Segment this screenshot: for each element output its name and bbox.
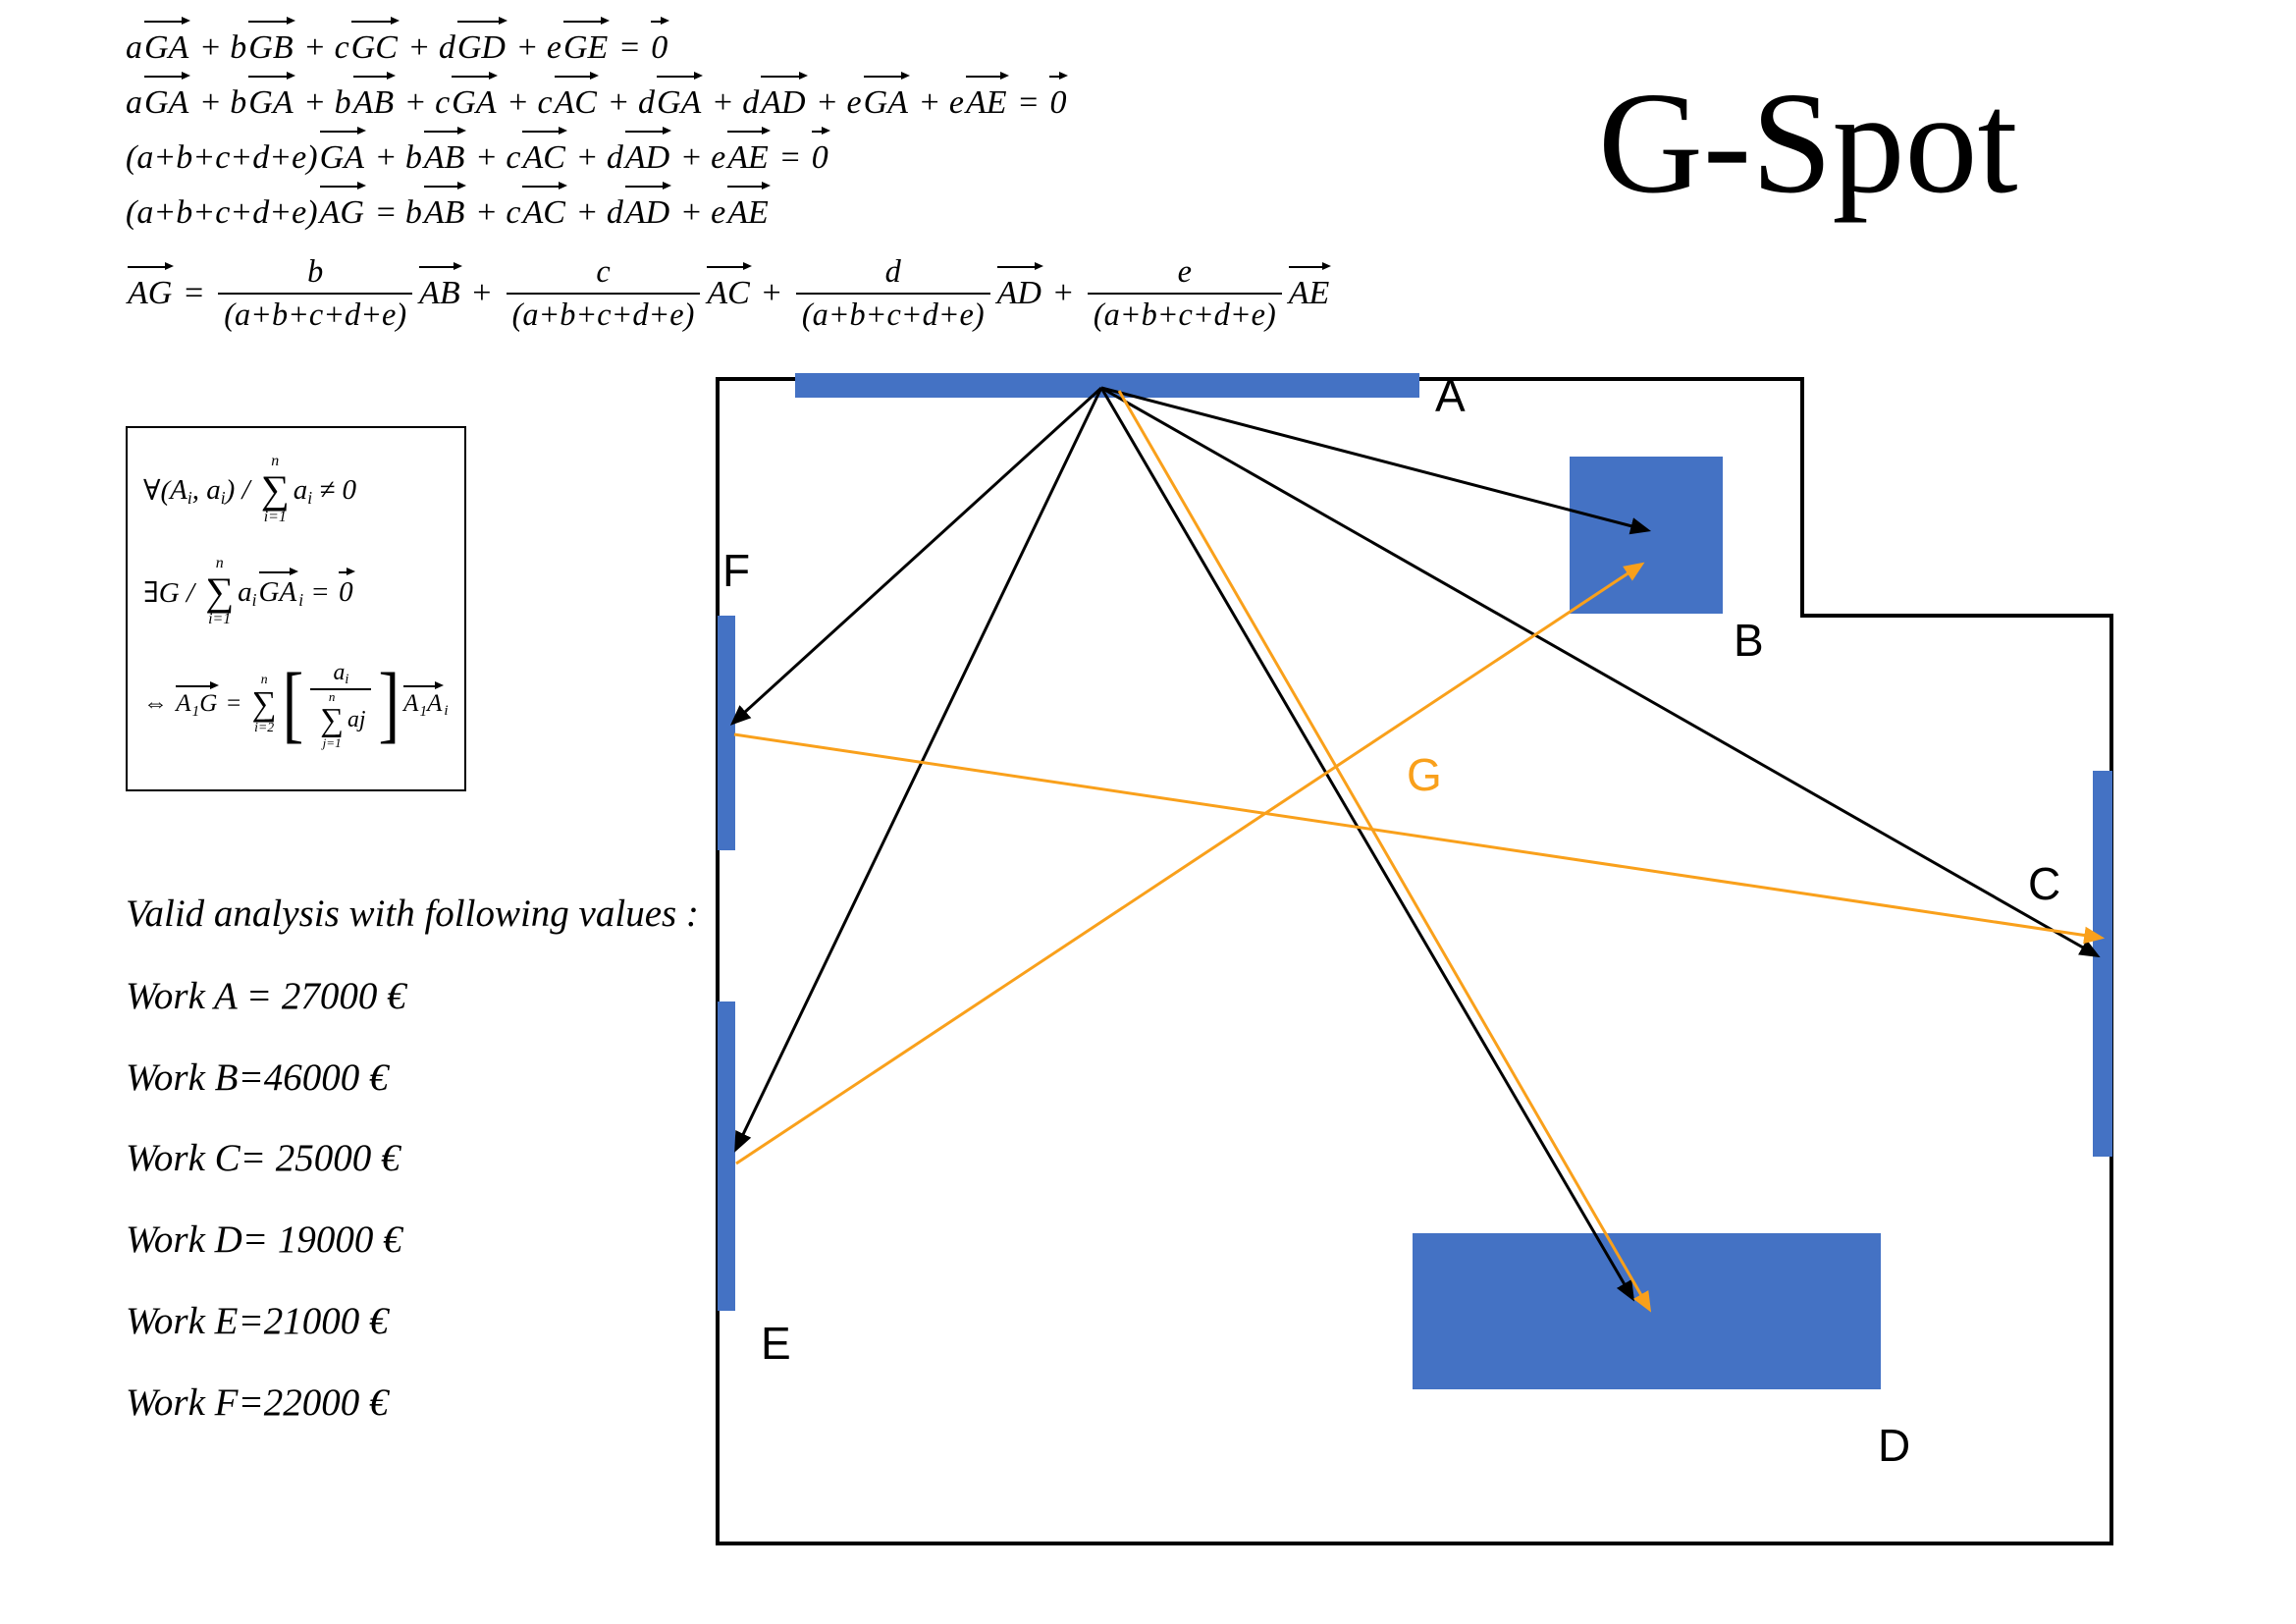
work-block-F <box>718 616 735 850</box>
work-value-f: Work F=22000 € <box>126 1380 389 1424</box>
values-heading: Valid analysis with following values : <box>126 893 699 935</box>
work-value-d: Work D= 19000 € <box>126 1218 402 1262</box>
values-list: Valid analysis with following values : W… <box>126 892 699 1462</box>
work-block-D <box>1413 1233 1881 1389</box>
room-label-E: E <box>761 1318 791 1369</box>
page-title: G-Spot <box>1598 63 2018 224</box>
room-label-D: D <box>1878 1420 1910 1471</box>
g-point-label: G <box>1407 749 1442 800</box>
work-block-E <box>718 1001 735 1311</box>
work-block-A <box>795 373 1419 398</box>
room-label-C: C <box>2028 858 2060 909</box>
orange-arrow-A-to-D <box>1117 390 1652 1313</box>
black-arrow-to-C <box>1100 386 2101 958</box>
work-block-C <box>2093 771 2112 1157</box>
work-value-e: Work E=21000 € <box>126 1299 389 1342</box>
equation-line-5: AG = b(a+b+c+d+e)AB + c(a+b+c+d+e)AC + d… <box>126 251 1331 336</box>
black-arrow-to-E <box>734 387 1103 1153</box>
work-block-B <box>1570 457 1723 614</box>
room-label-A: A <box>1435 370 1466 421</box>
black-arrow-to-B <box>1100 386 1652 535</box>
room-label-F: F <box>722 545 750 596</box>
work-value-c: Work C= 25000 € <box>126 1137 400 1180</box>
floor-plan-svg: A B C D E F G <box>716 370 2113 1545</box>
orange-arrow-E-to-B <box>735 562 1645 1165</box>
orange-arrow-F-to-C <box>733 732 2106 945</box>
black-arrow-to-D <box>1099 387 1635 1302</box>
room-label-B: B <box>1734 615 1764 666</box>
work-value-b: Work B=46000 € <box>126 1056 389 1099</box>
work-value-a: Work A = 27000 € <box>126 974 406 1017</box>
black-arrow-to-F <box>729 386 1103 726</box>
